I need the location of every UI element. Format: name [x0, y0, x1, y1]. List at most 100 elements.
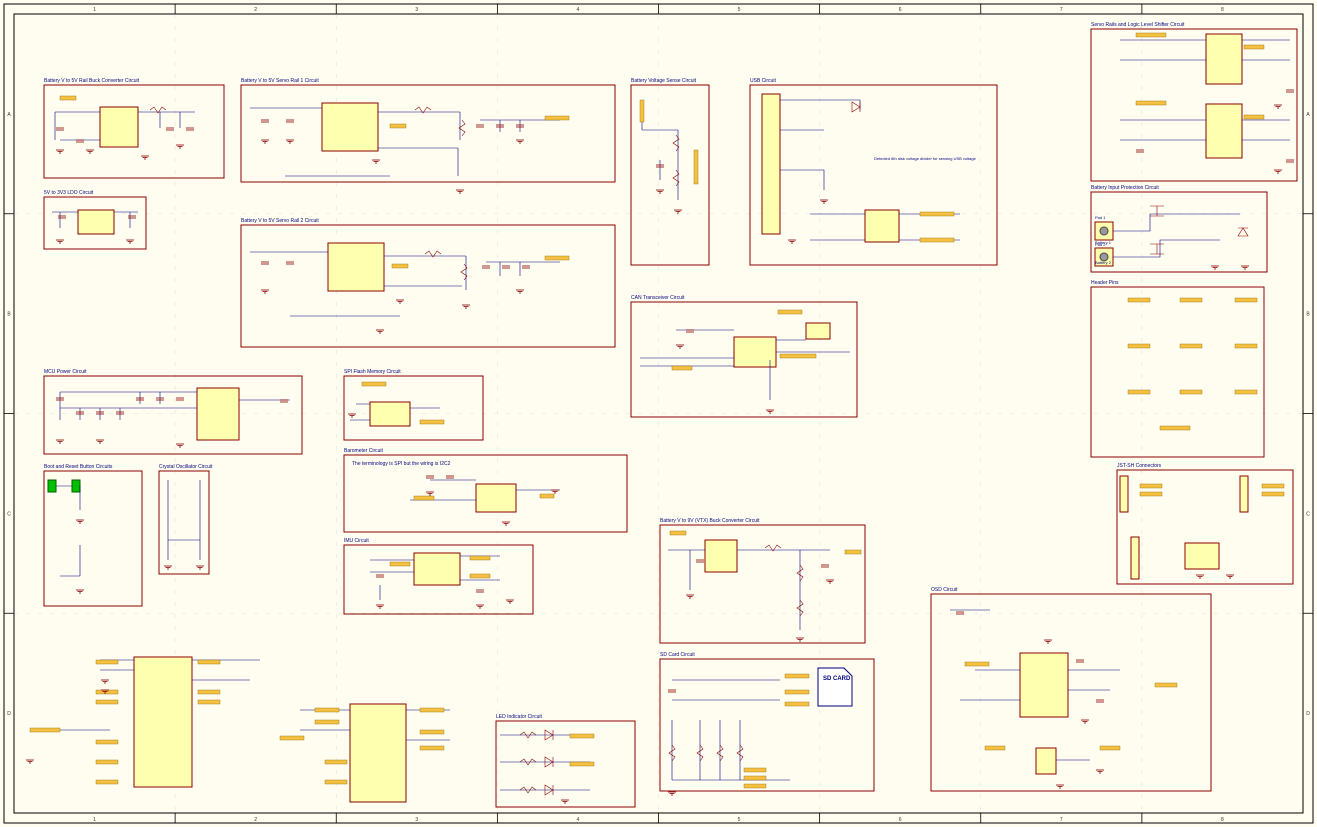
resistor-sd-1: [668, 744, 676, 762]
col-label-bottom: 2: [254, 817, 257, 823]
resistor-batsense-2: [672, 169, 680, 187]
can-termination-jumper[interactable]: [805, 322, 831, 340]
wire-buck5v: [54, 111, 195, 141]
block-servo1-title: Battery V to 5V Servo Rail 1 Circuit: [241, 78, 319, 84]
resistor-led-2: [519, 758, 537, 766]
ic-ldo[interactable]: [77, 209, 115, 235]
ic-mcu-power[interactable]: [196, 387, 240, 441]
block-crystal[interactable]: Crystal Oscillator Circuit: [158, 464, 213, 575]
block-usb[interactable]: USB Circuit Detected 6th disk voltage di…: [749, 78, 998, 266]
mcu-part-b[interactable]: [349, 703, 407, 803]
ic-vtx-buck[interactable]: [704, 539, 738, 573]
ic-osd[interactable]: [1019, 652, 1069, 718]
block-spiflash[interactable]: SPI Flash Memory Circuit: [343, 369, 484, 441]
block-imu[interactable]: IMU Circuit: [343, 538, 534, 615]
net-tag: [1179, 389, 1203, 395]
net-tag: [544, 255, 570, 261]
net-tag: [419, 729, 445, 735]
net-tag: [539, 493, 555, 499]
block-osd-title: OSD Circuit: [931, 587, 958, 593]
ic-servo2[interactable]: [327, 242, 385, 292]
block-levelshift-title: Servo Rails and Logic Level Shifter Circ…: [1091, 22, 1185, 28]
jst-esd-array[interactable]: [1184, 542, 1220, 570]
block-led[interactable]: LED Indicator Circuit: [495, 714, 636, 808]
col-label-top: 7: [1060, 7, 1063, 13]
jst-connector-2[interactable]: [1239, 475, 1249, 513]
block-mcupower-title: MCU Power Circuit: [44, 369, 87, 375]
level-shifter-2[interactable]: [1205, 103, 1243, 159]
block-can[interactable]: CAN Transceiver Circuit: [630, 295, 858, 418]
block-bootreset-box: [43, 470, 143, 607]
battery-pad-1-label: Pad 1: [1095, 215, 1106, 220]
net-tag: [413, 495, 435, 501]
block-header[interactable]: Header Pins: [1090, 280, 1265, 458]
block-usb-note: Detected 6th disk voltage divider for se…: [874, 156, 977, 161]
jst-connector-1[interactable]: [1119, 475, 1129, 513]
net-tag: [389, 123, 407, 129]
net-tag: [314, 707, 340, 713]
row-label-left: B: [7, 312, 11, 318]
block-spiflash-title: SPI Flash Memory Circuit: [344, 369, 401, 375]
resistor-sd-3: [716, 744, 724, 762]
block-levelshift[interactable]: Servo Rails and Logic Level Shifter Circ…: [1090, 22, 1298, 182]
jst-connector-3[interactable]: [1130, 536, 1140, 580]
col-label-bottom: 1: [93, 817, 96, 823]
block-osd[interactable]: OSD Circuit: [930, 587, 1212, 792]
osd-crystal[interactable]: [1035, 747, 1057, 775]
usb-esd-array[interactable]: [864, 209, 900, 243]
net-tag: [1135, 32, 1167, 38]
block-batsense-box: [630, 84, 710, 266]
net-tag: [844, 549, 862, 555]
ic-spi-flash[interactable]: [369, 401, 411, 427]
ic-can[interactable]: [733, 336, 777, 368]
block-ldo[interactable]: 5V to 3V3 LDO Circuit: [43, 190, 147, 250]
net-tag: [669, 530, 687, 536]
block-vtx-box: [659, 524, 866, 644]
block-batsense[interactable]: Battery Voltage Sense Circuit: [630, 78, 710, 266]
block-servo1[interactable]: Battery V to 5V Servo Rail 1 Circuit: [240, 78, 616, 183]
inductor-vtx: [764, 544, 782, 552]
block-bootreset-title: Boot and Reset Button Circuits: [44, 464, 113, 470]
net-tag: [324, 759, 348, 765]
block-jst[interactable]: JST-SH Connectors: [1116, 463, 1294, 585]
sd-card-slot[interactable]: SD CARD: [817, 667, 853, 707]
block-bootreset[interactable]: Boot and Reset Button Circuits: [43, 464, 143, 607]
inductor-servo1: [414, 106, 432, 114]
net-tag: [1261, 491, 1285, 497]
net-tag: [197, 699, 221, 705]
wire-vtx: [668, 549, 830, 630]
net-tag: [1135, 100, 1167, 106]
block-imu-box: [343, 544, 534, 615]
level-shifter-1[interactable]: [1205, 33, 1243, 85]
block-mcupower[interactable]: MCU Power Circuit: [43, 369, 303, 455]
block-baro[interactable]: Barometer Circuit The terminology is SPI…: [343, 448, 628, 533]
net-tag: [1154, 682, 1178, 688]
net-tag: [279, 735, 305, 741]
block-servo2[interactable]: Battery V to 5V Servo Rail 2 Circuit: [240, 218, 616, 348]
net-tag: [1127, 389, 1151, 395]
usb-connector[interactable]: [761, 93, 781, 235]
resistor-servo2: [460, 263, 468, 281]
block-jst-title: JST-SH Connectors: [1117, 463, 1162, 469]
block-jst-box: [1116, 469, 1294, 585]
block-buck5v[interactable]: Battery V to 5V Rail Buck Converter Circ…: [43, 78, 225, 179]
block-sdcard[interactable]: SD Card Circuit: [659, 652, 875, 792]
ic-buck5v[interactable]: [99, 106, 139, 148]
net-tag: [59, 95, 77, 101]
row-label-left: D: [7, 711, 11, 717]
mcu-part-a[interactable]: [133, 656, 193, 788]
net-tag: [743, 775, 767, 781]
col-label-top: 6: [899, 7, 902, 13]
net-tag: [984, 745, 1006, 751]
block-crystal-box: [158, 470, 210, 575]
ic-servo1[interactable]: [321, 102, 379, 152]
net-tag: [1261, 483, 1285, 489]
block-batprot[interactable]: Battery Input Protection Circuit: [1090, 185, 1268, 273]
ic-imu[interactable]: [413, 552, 461, 586]
ic-barometer[interactable]: [475, 483, 517, 513]
battery-pads[interactable]: Pad 1 Battery 1 Pad 2 Battery 2: [1094, 215, 1114, 267]
block-sdcard-box: [659, 658, 875, 792]
block-vtx[interactable]: Battery V to 9V (VTX) Buck Converter Cir…: [659, 518, 866, 644]
battery-2-label: Battery 2: [1095, 260, 1112, 265]
